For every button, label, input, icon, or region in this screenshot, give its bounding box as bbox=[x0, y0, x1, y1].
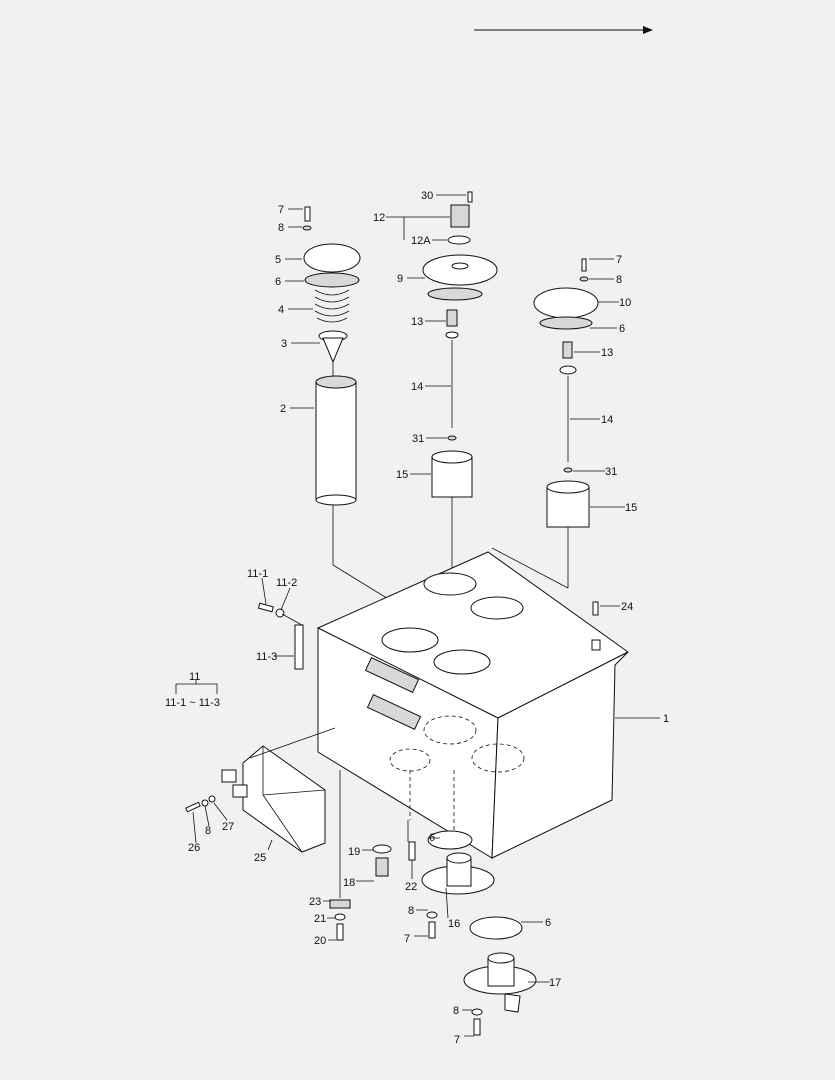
label-16: 16 bbox=[448, 918, 460, 930]
right-filter-assembly bbox=[491, 258, 599, 589]
left-filter-assembly bbox=[302, 206, 456, 641]
label-7: 7 bbox=[404, 933, 410, 945]
label-10: 10 bbox=[619, 297, 631, 309]
label-8: 8 bbox=[616, 274, 622, 286]
label-6: 6 bbox=[619, 323, 625, 335]
label-19: 19 bbox=[348, 846, 360, 858]
label-11-range: 11-1 ~ 11-3 bbox=[165, 697, 220, 709]
label-11-2: 11-2 bbox=[276, 577, 297, 589]
label-23: 23 bbox=[309, 896, 321, 908]
label-31: 31 bbox=[412, 433, 424, 445]
label-1: 1 bbox=[663, 713, 669, 725]
side-parts bbox=[185, 601, 599, 1036]
label-13: 13 bbox=[601, 347, 613, 359]
label-26: 26 bbox=[188, 842, 200, 854]
label-11: 11 bbox=[189, 671, 200, 683]
label-21: 21 bbox=[314, 913, 326, 925]
label-18: 18 bbox=[343, 877, 355, 889]
label-30: 30 bbox=[421, 190, 433, 202]
hydraulic-tank bbox=[316, 551, 629, 859]
label-8: 8 bbox=[408, 905, 414, 917]
label-13: 13 bbox=[411, 316, 423, 328]
label-7: 7 bbox=[616, 254, 622, 266]
label-11-1: 11-1 bbox=[247, 568, 268, 580]
label-15: 15 bbox=[625, 502, 637, 514]
label-7: 7 bbox=[454, 1034, 460, 1046]
label-5: 5 bbox=[275, 254, 281, 266]
label-6: 6 bbox=[275, 276, 281, 288]
label-8: 8 bbox=[278, 222, 284, 234]
label-2: 2 bbox=[280, 403, 286, 415]
label-3: 3 bbox=[281, 338, 287, 350]
label-17: 17 bbox=[549, 977, 561, 989]
label-8: 8 bbox=[453, 1005, 459, 1017]
label-25: 25 bbox=[254, 852, 266, 864]
part-labels: 30 12 12A 7 8 5 6 4 3 2 9 13 14 31 15 7 … bbox=[165, 190, 669, 1046]
label-12a: 12A bbox=[411, 235, 431, 247]
label-31: 31 bbox=[605, 466, 617, 478]
label-11-3: 11-3 bbox=[256, 651, 277, 663]
label-27: 27 bbox=[222, 821, 234, 833]
label-12: 12 bbox=[373, 212, 385, 224]
label-14: 14 bbox=[601, 414, 613, 426]
label-9: 9 bbox=[397, 273, 403, 285]
label-6: 6 bbox=[545, 917, 551, 929]
center-filter-assembly bbox=[422, 191, 498, 570]
label-7: 7 bbox=[278, 204, 284, 216]
label-14: 14 bbox=[411, 381, 423, 393]
label-4: 4 bbox=[278, 304, 284, 316]
label-24: 24 bbox=[621, 601, 633, 613]
label-20: 20 bbox=[314, 935, 326, 947]
label-22: 22 bbox=[405, 881, 417, 893]
label-6: 6 bbox=[429, 832, 435, 844]
leader-lines bbox=[175, 194, 660, 1037]
label-15: 15 bbox=[396, 469, 408, 481]
label-8: 8 bbox=[205, 825, 211, 837]
